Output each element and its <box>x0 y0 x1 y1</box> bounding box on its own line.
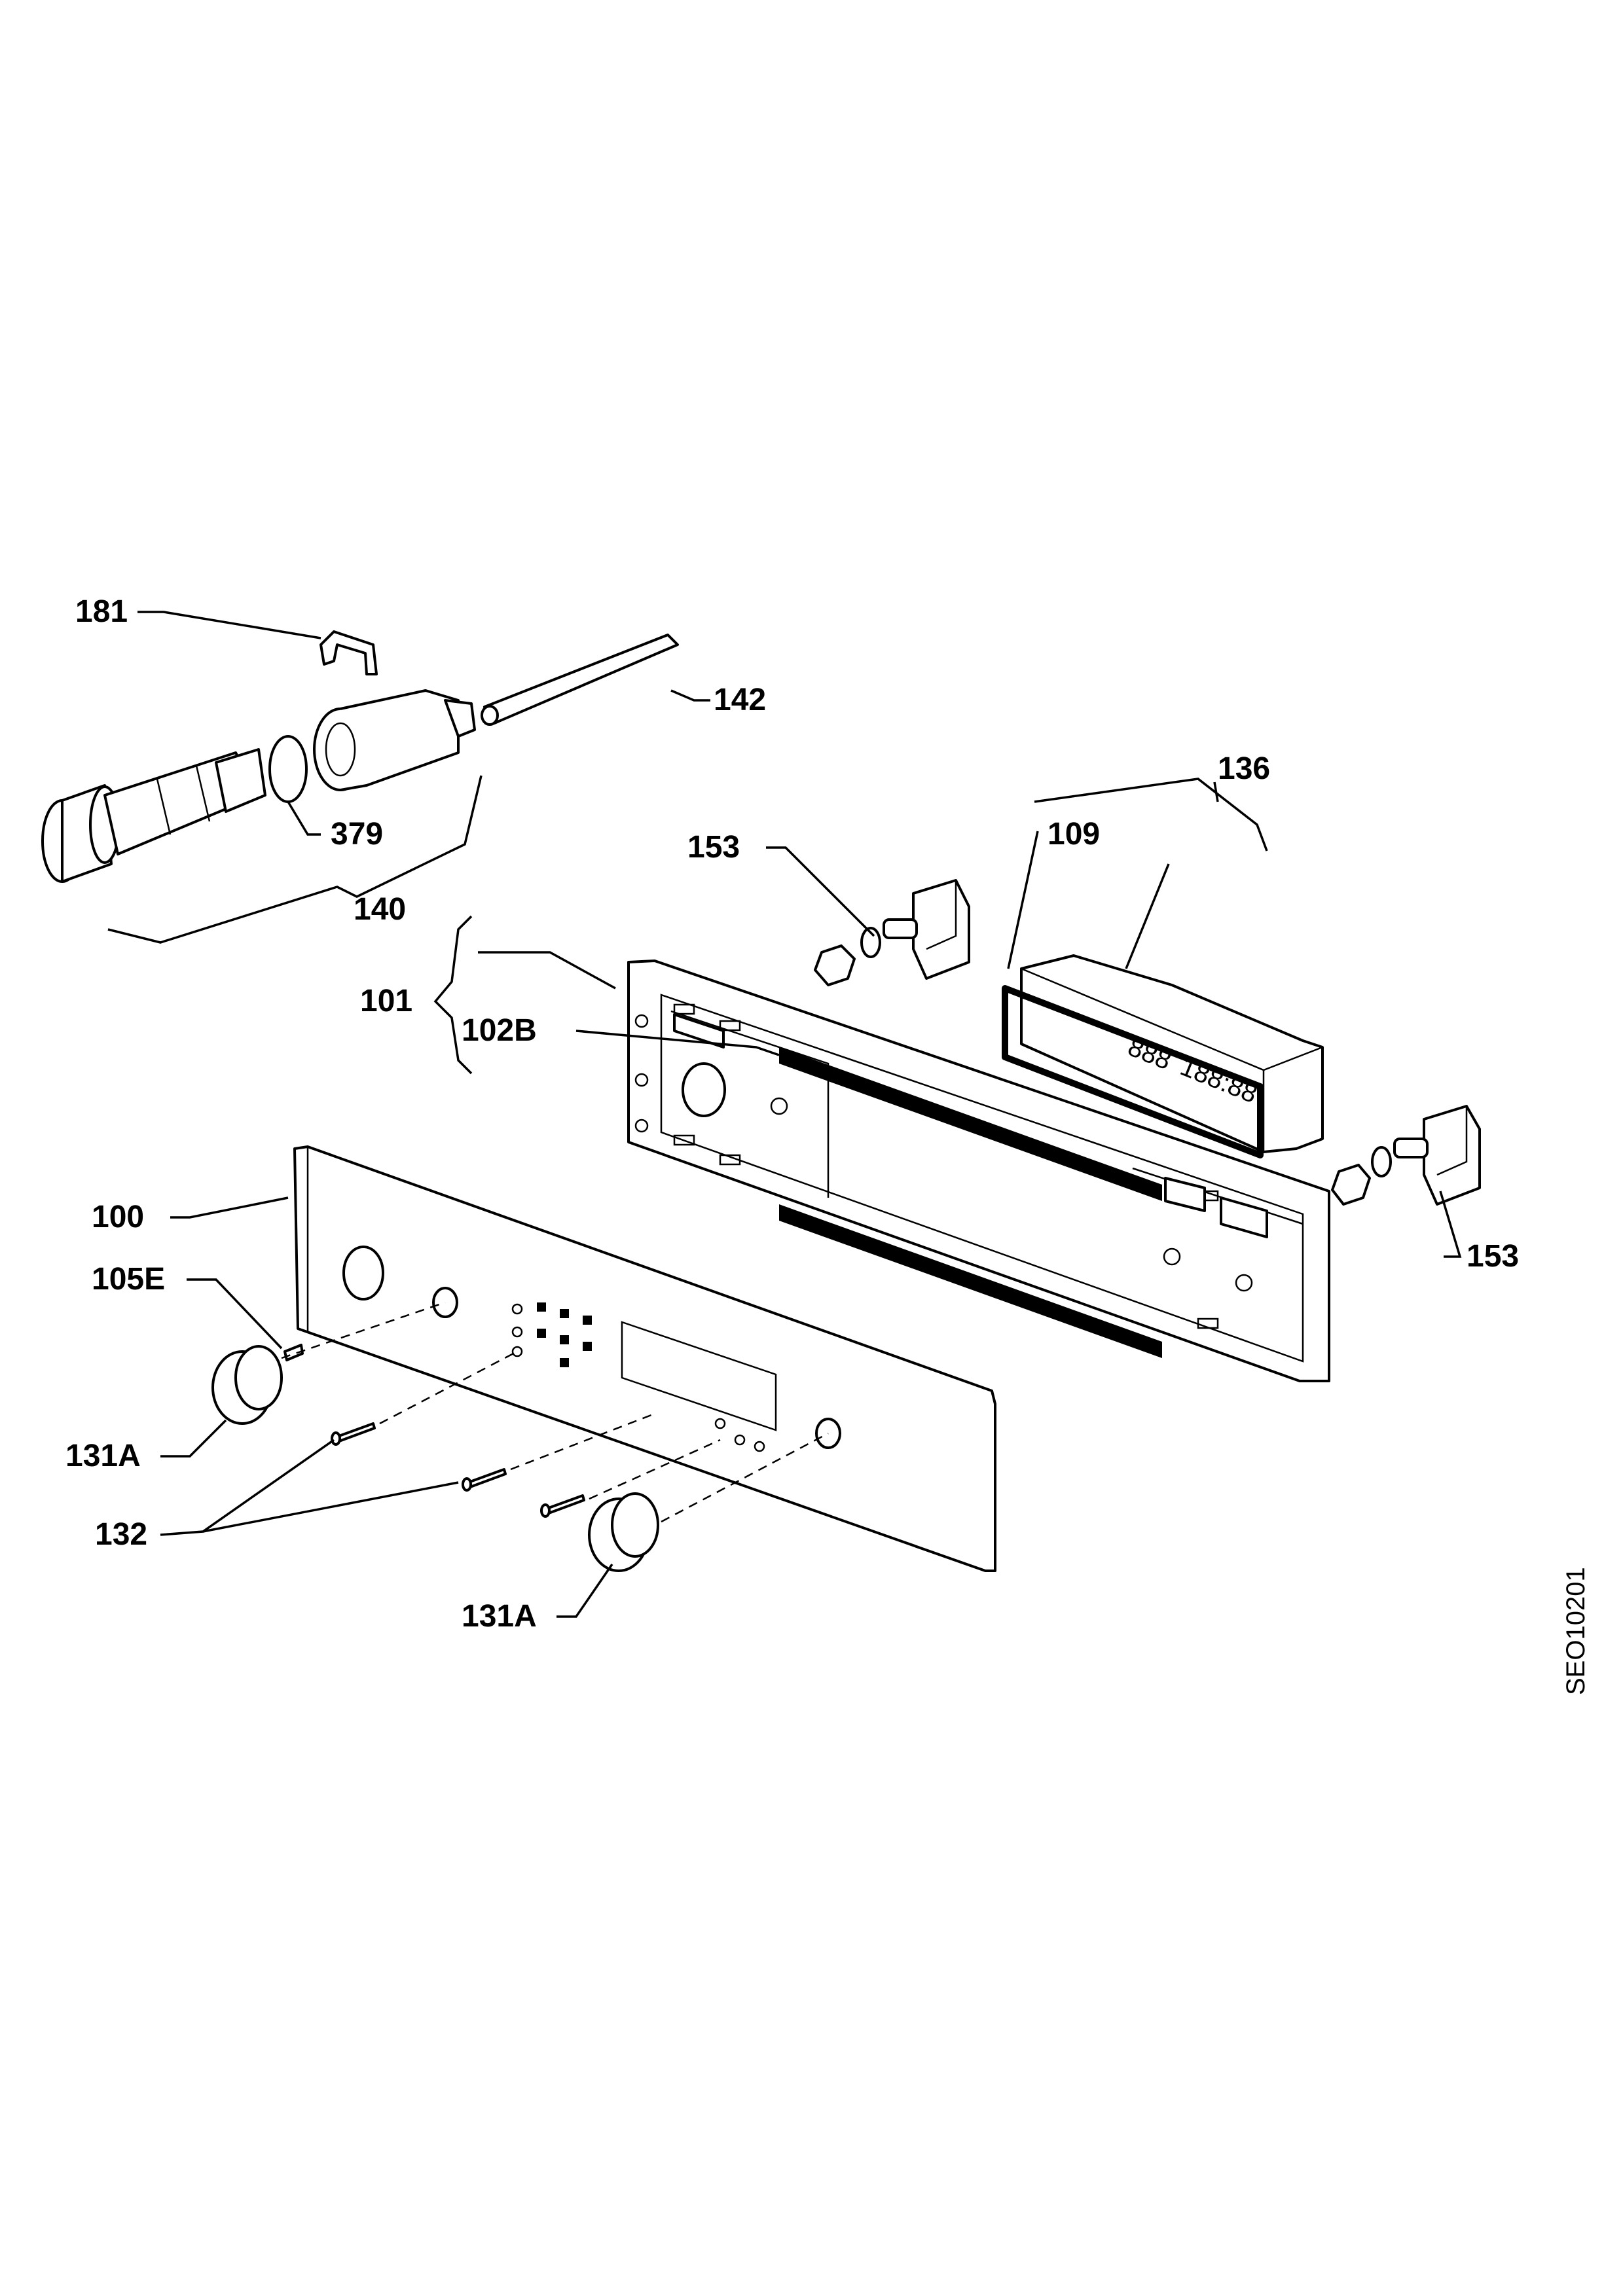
knob-left <box>211 1345 283 1425</box>
guide-tube <box>313 689 476 791</box>
control-switch-top <box>814 879 970 986</box>
label-132: 132 <box>95 1517 147 1552</box>
label-140: 140 <box>354 892 406 927</box>
knob-bottom <box>588 1492 659 1572</box>
seal-strips <box>779 1047 1162 1358</box>
leader-lines <box>107 611 1462 1618</box>
control-switch-right <box>1331 1105 1481 1206</box>
label-142: 142 <box>714 683 766 717</box>
label-181: 181 <box>75 594 128 629</box>
rod <box>481 634 679 726</box>
drawing-code: SEO10201 <box>1561 1567 1590 1695</box>
label-109: 109 <box>1048 817 1100 852</box>
label-105e: 105E <box>92 1262 165 1297</box>
assembly-lines <box>281 1301 829 1523</box>
label-153-top: 153 <box>687 830 740 865</box>
knob-shaft-assembly <box>41 748 266 883</box>
label-379: 379 <box>331 817 383 852</box>
clip <box>319 630 378 675</box>
label-131a-left: 131A <box>65 1439 141 1473</box>
label-101: 101 <box>360 984 412 1018</box>
screws <box>331 1422 585 1518</box>
label-102b: 102B <box>462 1013 537 1048</box>
display-module: 888 188:88 <box>1002 954 1324 1158</box>
front-panel <box>293 1145 996 1572</box>
label-153-right: 153 <box>1467 1239 1519 1274</box>
label-100: 100 <box>92 1200 144 1234</box>
label-136: 136 <box>1218 751 1270 786</box>
o-ring <box>268 735 308 803</box>
label-131a-bottom: 131A <box>462 1599 537 1634</box>
